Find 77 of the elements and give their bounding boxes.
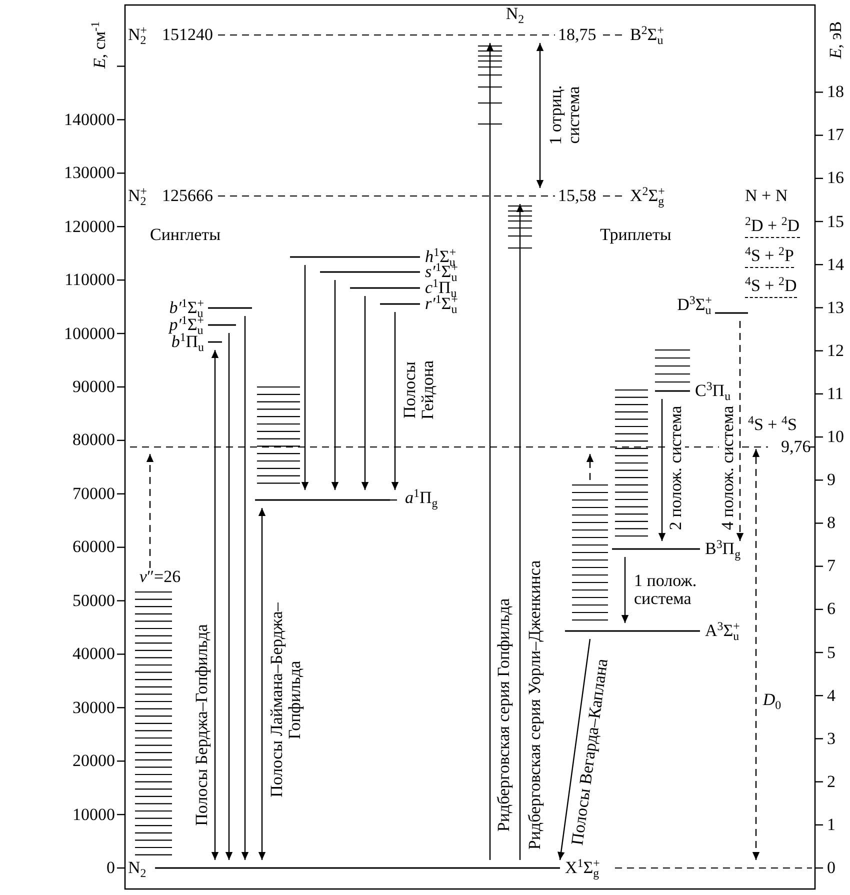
tick-label: 5 [827, 644, 836, 660]
tick-label: 12 [827, 342, 844, 359]
transition-arrow [558, 638, 591, 860]
level-label: c$^{1}$Π$_{u}$ [425, 280, 457, 296]
level-label: v″=26 [139, 569, 181, 585]
tick-label: 11 [827, 386, 844, 402]
level-label: N$_{2}$ [128, 860, 146, 876]
transition-arrow [331, 280, 339, 490]
tick-label: 8 [827, 515, 836, 532]
tick-label: 17 [827, 127, 844, 144]
tick-label: 6 [827, 601, 836, 618]
tick-label: 14 [827, 256, 844, 273]
group-heading: N + N [745, 188, 788, 204]
tick-label: 20000 [72, 753, 115, 770]
tick-label: 9 [827, 472, 836, 488]
dissociation-limit-label: $^{4}$S + $^{4}$S [748, 417, 797, 433]
tick-label: 40000 [72, 646, 115, 662]
transition-arrow [621, 557, 629, 623]
tick-label: 140000 [64, 112, 115, 128]
edge-label: Ридберговская серия Уорли–Дженкинса [526, 558, 544, 852]
tick-label: 1 [827, 816, 836, 833]
tick-label: 13 [827, 300, 844, 316]
tick-label: 60000 [72, 539, 115, 556]
tick-label: 18 [827, 84, 844, 100]
energy-value: 151240 [162, 27, 213, 43]
tick-label: 0 [106, 860, 115, 876]
tick-label: 90000 [72, 378, 115, 395]
tick-label: 4 [827, 688, 836, 704]
tick-label: 16 [827, 170, 844, 186]
edge-label: D$_{0}$ [760, 691, 784, 709]
energy-value: 125666 [162, 188, 213, 204]
dissociation-limit-label: $^{4}$S + $^{2}$D [745, 278, 797, 298]
transition-arrow [391, 312, 399, 490]
tick-label: 3 [827, 730, 836, 747]
energy-value: 15,58 [558, 188, 596, 204]
axis-title: E, эВ [828, 21, 844, 59]
tick-label: 10000 [72, 806, 115, 823]
level-label: C$^{3}$Π$_{u}$ [695, 383, 731, 399]
tick-label: 100000 [64, 326, 115, 342]
level-label: b$^{1}$Π$_{u}$ [171, 334, 204, 350]
tick-label: 110000 [64, 272, 115, 288]
tick-label: 2 [827, 774, 836, 790]
transition-arrow [736, 321, 744, 541]
transition-arrow [146, 454, 154, 568]
tick-label: 130000 [64, 165, 115, 182]
tick-label: 10 [827, 429, 844, 445]
transition-arrow [486, 43, 494, 860]
tick-label: 0 [827, 860, 836, 876]
tick-label: 70000 [72, 486, 115, 502]
dissociation-limit-label: $^{4}$S + $^{2}$P [745, 248, 794, 268]
transition-arrow [516, 204, 524, 860]
group-heading: Триплеты [600, 227, 672, 243]
edge-label: 2 полож. система [667, 404, 685, 532]
tick-label: 120000 [64, 218, 115, 235]
transition-arrow [752, 449, 760, 860]
transition-arrow [301, 265, 309, 490]
energy-value: 9,76 [781, 439, 811, 455]
transition-arrow [241, 316, 249, 860]
tick-label: 30000 [72, 700, 115, 716]
tick-label: 7 [827, 558, 836, 574]
edge-label: Полосы Берджа–Гопфильда [193, 622, 211, 828]
tick-label: 15 [827, 214, 844, 230]
transition-arrow [658, 399, 666, 541]
molecule-label: N$_{2}$ [506, 6, 524, 22]
transition-arrow [586, 454, 594, 480]
transition-arrow [361, 296, 369, 490]
energy-value: 18,75 [558, 27, 596, 43]
transition-arrow [258, 508, 266, 860]
transition-arrow [536, 43, 544, 188]
edge-label: Ридберговская серия Гопфильда [495, 596, 513, 834]
tick-label: 80000 [72, 432, 115, 448]
transition-arrow [211, 350, 219, 860]
edge-label: 4 полож. система [719, 404, 737, 532]
transition-arrow [225, 333, 233, 860]
tick-label: 50000 [72, 592, 115, 609]
dissociation-limit-label: $^{2}$D + $^{2}$D [745, 218, 800, 238]
group-heading: Синглеты [150, 227, 221, 243]
